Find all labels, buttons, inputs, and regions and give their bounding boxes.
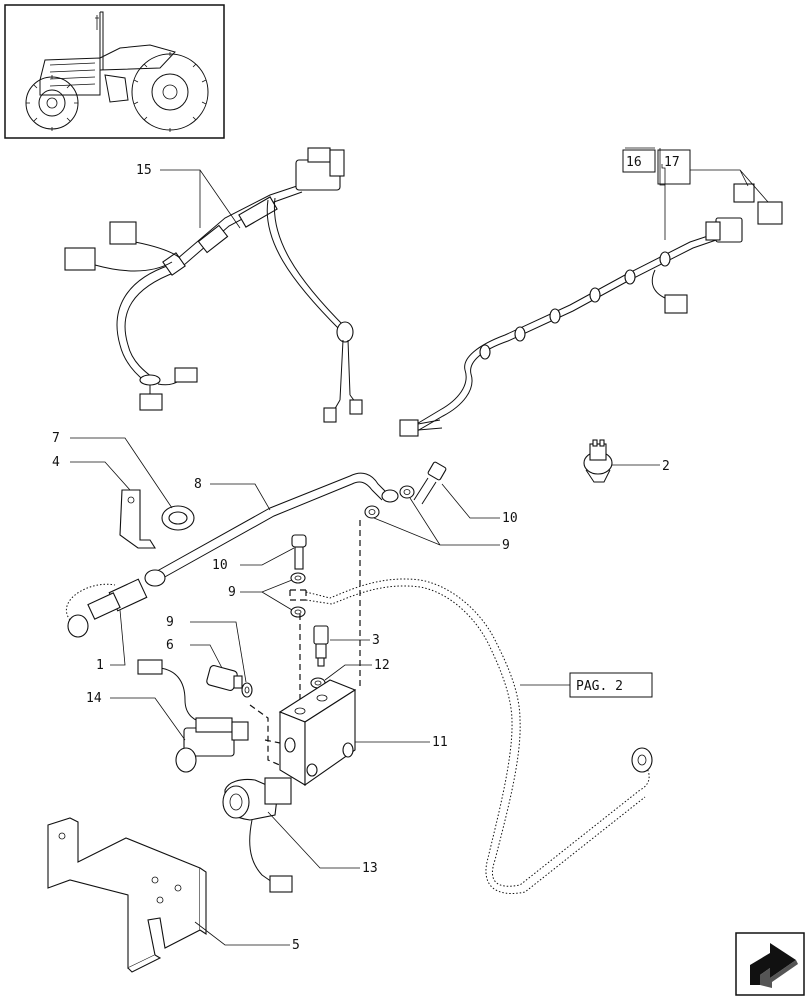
callout-16: 16 — [626, 155, 642, 170]
quick-coupling-1 — [66, 569, 166, 638]
callout-7: 7 — [52, 431, 60, 446]
callout-13: 13 — [362, 861, 378, 876]
pipe-8 — [149, 472, 399, 584]
callout-15: 15 — [136, 163, 152, 178]
wiring-harness-15 — [64, 147, 363, 423]
tractor-thumbnail-icon[interactable] — [4, 4, 225, 139]
washers-9-middle — [289, 572, 307, 618]
bracket-4 — [119, 489, 156, 549]
callout-6: 6 — [166, 638, 174, 653]
valve-block-11 — [278, 679, 357, 787]
callout-10-upper: 10 — [502, 511, 518, 526]
callout-1: 1 — [96, 658, 104, 673]
callout-14: 14 — [86, 691, 102, 706]
callout-9-middle: 9 — [228, 585, 236, 600]
banjo-bolt-10 — [291, 534, 307, 570]
callout-2: 2 — [662, 459, 670, 474]
callout-4: 4 — [52, 455, 60, 470]
plug-6 — [206, 665, 243, 691]
wiring-harness-17 — [399, 183, 783, 437]
solenoid-coil-13 — [222, 777, 293, 893]
sensor-3 — [313, 625, 329, 667]
washer-9-lower — [241, 682, 253, 698]
callout-12: 12 — [374, 658, 390, 673]
callout-8: 8 — [194, 477, 202, 492]
page-reference-label[interactable]: PAG. 2 — [576, 679, 623, 694]
washers-9-upper — [364, 485, 415, 519]
hose-clamp-7 — [161, 505, 195, 531]
callout-17: 17 — [664, 155, 680, 170]
callout-11: 11 — [432, 735, 448, 750]
callout-3: 3 — [372, 633, 380, 648]
callout-10-middle: 10 — [212, 558, 228, 573]
next-page-arrow-icon[interactable] — [735, 932, 805, 996]
mounting-plate-5 — [47, 817, 207, 973]
callout-9-lower: 9 — [166, 615, 174, 630]
bolt-10-upper — [413, 461, 447, 505]
solenoid-valve-14 — [137, 659, 249, 773]
callout-9-upper: 9 — [502, 538, 510, 553]
callout-5: 5 — [292, 938, 300, 953]
pressure-switch-2 — [583, 439, 613, 483]
